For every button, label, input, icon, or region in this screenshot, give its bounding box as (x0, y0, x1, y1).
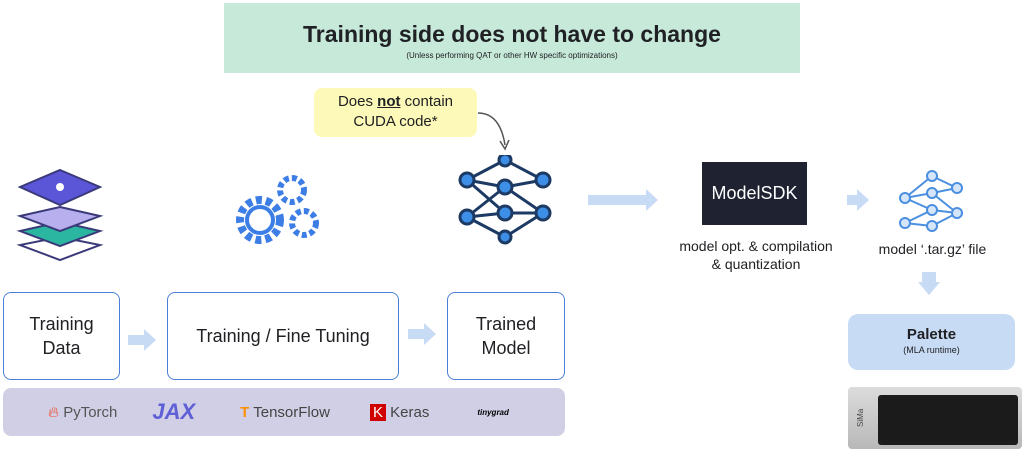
device-label: SiMa (856, 408, 865, 427)
callout-text: contain (400, 93, 454, 110)
arrow-right-icon (847, 189, 869, 211)
modelsdk-logo: ModelSDK (702, 162, 807, 225)
box-label: Training Data (29, 314, 94, 358)
pytorch-logo: 🔥︎ PyTorch (48, 403, 118, 421)
sdk-caption-line: & quantization (711, 256, 801, 272)
box-label: Training / Fine Tuning (196, 326, 370, 346)
callout-text: CUDA code* (353, 113, 438, 130)
sdk-caption-line: model opt. & compilation (679, 238, 833, 254)
sima-device-image: SiMa (848, 387, 1022, 449)
device-heatsink (878, 395, 1018, 445)
arrow-right-icon (588, 189, 658, 211)
palette-title: Palette (906, 326, 957, 343)
palette-box: Palette (MLA runtime) (848, 314, 1015, 370)
callout-bold: not (377, 93, 401, 110)
arrow-down-icon (922, 272, 936, 282)
framework-logos: 🔥︎ PyTorch JAX T TensorFlow K Keras tiny… (3, 388, 565, 436)
sdk-logo-text: ModelSDK (711, 183, 798, 203)
tinygrad-logo: tinygrad (477, 407, 509, 417)
model-file-caption: model ‘.tar.gz’ file (878, 241, 987, 257)
data-stack-icon (16, 168, 104, 262)
arrow-right-icon (128, 329, 156, 351)
cuda-callout: Does not contain CUDA code* (314, 88, 477, 137)
banner-title: Training side does not have to change (303, 21, 721, 47)
neural-network-icon (458, 155, 552, 245)
banner-subtitle: (Unless performing QAT or other HW speci… (406, 51, 618, 60)
gears-icon (236, 175, 319, 244)
tensorflow-logo: T TensorFlow (240, 403, 330, 421)
training-data-box: Training Data (3, 292, 120, 380)
jax-logo: JAX (152, 399, 196, 424)
callout-text: Does (337, 93, 378, 110)
sdk-caption: model opt. & compilation & quantization (664, 237, 848, 273)
box-label: Trained Model (475, 314, 537, 358)
trained-model-box: Trained Model (447, 292, 565, 380)
arrow-down-head (918, 282, 940, 295)
palette-subtitle: (MLA runtime) (903, 345, 960, 355)
arrow-right-icon (408, 323, 436, 345)
banner: Training side does not have to change (U… (224, 3, 800, 73)
keras-logo: K Keras (369, 403, 429, 421)
model-file-network-icon (899, 170, 963, 232)
training-box: Training / Fine Tuning (167, 292, 399, 380)
curved-arrow-icon (477, 112, 510, 151)
